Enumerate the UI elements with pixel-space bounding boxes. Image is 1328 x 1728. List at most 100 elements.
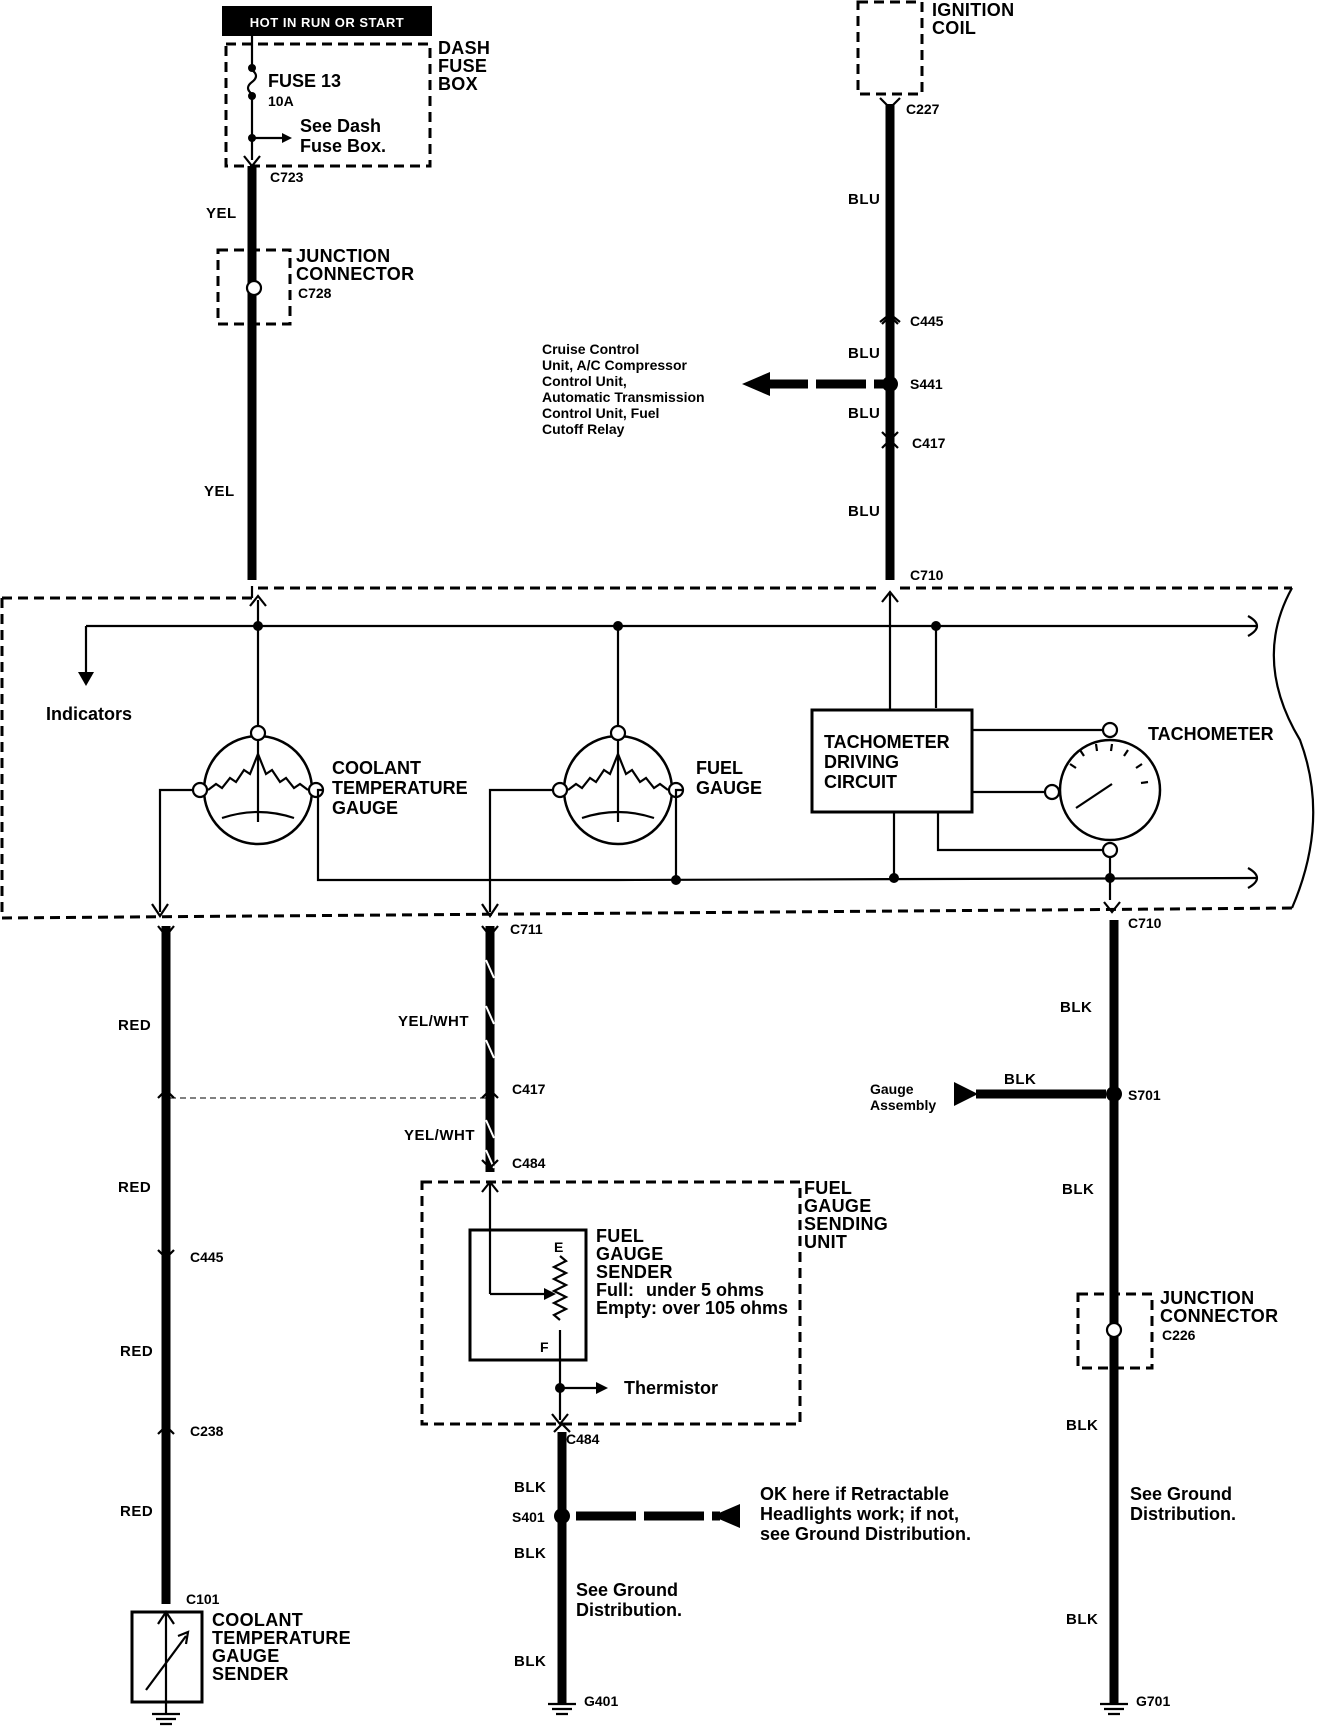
connector-c227: C227 (906, 101, 940, 117)
connector-c710-bot: C710 (1128, 915, 1162, 931)
svg-text:SENDER: SENDER (596, 1262, 673, 1282)
svg-text:TACHOMETER: TACHOMETER (824, 732, 950, 752)
gauge-assembly-box (0, 586, 1315, 920)
svg-text:TEMPERATURE: TEMPERATURE (212, 1628, 351, 1648)
cruise-control-note: Cruise Control Unit, A/C Compressor Cont… (542, 341, 705, 437)
fuse-rating: 10A (268, 93, 294, 109)
splice-s441 (882, 376, 898, 392)
svg-text:Automatic Transmission: Automatic Transmission (542, 389, 705, 405)
svg-text:FUEL: FUEL (804, 1178, 852, 1198)
svg-text:FUSE: FUSE (438, 56, 487, 76)
connector-c238: C238 (190, 1423, 224, 1439)
svg-text:over 105 ohms: over 105 ohms (662, 1298, 788, 1318)
svg-text:TACHOMETER: TACHOMETER (1148, 724, 1274, 744)
ignition-coil: IGNITION COIL (856, 0, 1014, 96)
svg-text:JUNCTION: JUNCTION (296, 246, 390, 266)
svg-text:TEMPERATURE: TEMPERATURE (332, 778, 468, 798)
fuse-name: FUSE 13 (268, 71, 341, 91)
svg-text:Empty:: Empty: (596, 1298, 657, 1318)
wire-label-blu: BLU (848, 191, 880, 208)
see-ground-note: See Ground (1130, 1484, 1232, 1504)
connector-c445-left: C445 (190, 1249, 224, 1265)
svg-text:Fuse Box.: Fuse Box. (300, 136, 386, 156)
svg-text:DASH: DASH (438, 38, 490, 58)
headlights-note: OK here if Retractable Headlights work; … (760, 1484, 971, 1544)
connector-c484-top: C484 (512, 1155, 546, 1171)
hot-label: HOT IN RUN OR START (222, 6, 432, 36)
junction-connector-c728: JUNCTION CONNECTOR C728 (216, 246, 414, 326)
svg-text:DRIVING: DRIVING (824, 752, 899, 772)
tachometer-driving-circuit: TACHOMETER DRIVING CIRCUIT (810, 708, 974, 814)
thermistor-label: Thermistor (624, 1378, 718, 1398)
wire-label-red: RED (120, 1503, 153, 1520)
wire-label-blk: BLK (1062, 1181, 1094, 1198)
svg-text:IGNITION: IGNITION (932, 0, 1014, 20)
svg-text:CIRCUIT: CIRCUIT (824, 772, 897, 792)
ground-g701: G701 (1100, 1693, 1170, 1716)
svg-text:BOX: BOX (438, 74, 478, 94)
wire-label-yel-wht: YEL/WHT (404, 1127, 475, 1144)
splice-s401 (554, 1508, 570, 1524)
connector-c711: C711 (510, 921, 543, 937)
svg-text:COOLANT: COOLANT (212, 1610, 303, 1630)
see-ground-note: See Ground (576, 1580, 678, 1600)
connector-s401: S401 (512, 1509, 545, 1525)
wire-label-blk: BLK (514, 1479, 546, 1496)
connector-c710: C710 (910, 567, 944, 583)
see-ground-note: Distribution. (1130, 1504, 1236, 1524)
svg-text:CONNECTOR: CONNECTOR (296, 264, 414, 284)
wire-label-blu: BLU (848, 503, 880, 520)
connector-c723: C723 (270, 169, 304, 185)
svg-text:C728: C728 (298, 285, 332, 301)
svg-text:under 5 ohms: under 5 ohms (646, 1280, 764, 1300)
wire-label-red: RED (118, 1179, 151, 1196)
svg-text:Headlights work; if not,: Headlights work; if not, (760, 1504, 959, 1524)
connector-c445: C445 (910, 313, 944, 329)
wire-label-blk: BLK (514, 1653, 546, 1670)
see-ground-note: Distribution. (576, 1600, 682, 1620)
gauge-assembly-label: Gauge (870, 1081, 914, 1097)
dash-fuse-box: DASH FUSE BOX FUSE 13 10A See Dash Fuse … (224, 36, 490, 168)
svg-text:E: E (554, 1239, 563, 1255)
fuel-gauge: FUEL GAUGE (551, 724, 762, 846)
ground-g401: G401 (548, 1693, 618, 1716)
svg-text:GAUGE: GAUGE (696, 778, 762, 798)
connector-s701: S701 (1128, 1087, 1161, 1103)
svg-text:F: F (540, 1339, 549, 1355)
coolant-temperature-gauge-sender: COOLANT TEMPERATURE GAUGE SENDER (130, 1610, 351, 1726)
connector-c484-bot: C484 (566, 1431, 600, 1447)
tachometer-gauge: TACHOMETER (1043, 721, 1274, 859)
svg-text:COOLANT: COOLANT (332, 758, 421, 778)
connector-s441: S441 (910, 376, 943, 392)
svg-text:COIL: COIL (932, 18, 976, 38)
svg-text:GAUGE: GAUGE (804, 1196, 872, 1216)
svg-text:JUNCTION: JUNCTION (1160, 1288, 1254, 1308)
connector-c417: C417 (912, 435, 946, 451)
svg-text:HOT IN RUN OR START: HOT IN RUN OR START (250, 15, 404, 30)
svg-text:FUEL: FUEL (596, 1226, 644, 1246)
svg-text:Full:: Full: (596, 1280, 634, 1300)
junction-connector-c226: JUNCTION CONNECTOR C226 (1076, 1288, 1278, 1370)
wire-label-blk: BLK (1066, 1611, 1098, 1628)
svg-text:OK here if Retractable: OK here if Retractable (760, 1484, 949, 1504)
svg-text:G401: G401 (584, 1693, 618, 1709)
wire-label-blk: BLK (1004, 1071, 1036, 1088)
wire-label-red: RED (120, 1343, 153, 1360)
wire-label-yel: YEL (204, 483, 235, 500)
svg-text:GAUGE: GAUGE (596, 1244, 664, 1264)
svg-text:UNIT: UNIT (804, 1232, 847, 1252)
svg-text:SENDING: SENDING (804, 1214, 888, 1234)
wire-label-blk: BLK (1060, 999, 1092, 1016)
svg-text:FUEL: FUEL (696, 758, 743, 778)
svg-text:Cruise Control: Cruise Control (542, 341, 639, 357)
svg-text:see Ground Distribution.: see Ground Distribution. (760, 1524, 971, 1544)
wire-label-red: RED (118, 1017, 151, 1034)
svg-text:GAUGE: GAUGE (332, 798, 398, 818)
fuel-gauge-sending-unit: FUEL GAUGE SENDING UNIT E F FUEL GAUGE S… (420, 1178, 888, 1426)
svg-text:Control Unit,: Control Unit, (542, 373, 627, 389)
svg-text:See Dash: See Dash (300, 116, 381, 136)
connector-c101: C101 (186, 1591, 220, 1607)
svg-text:C226: C226 (1162, 1327, 1196, 1343)
wire-label-blu: BLU (848, 345, 880, 362)
svg-text:Control Unit, Fuel: Control Unit, Fuel (542, 405, 659, 421)
